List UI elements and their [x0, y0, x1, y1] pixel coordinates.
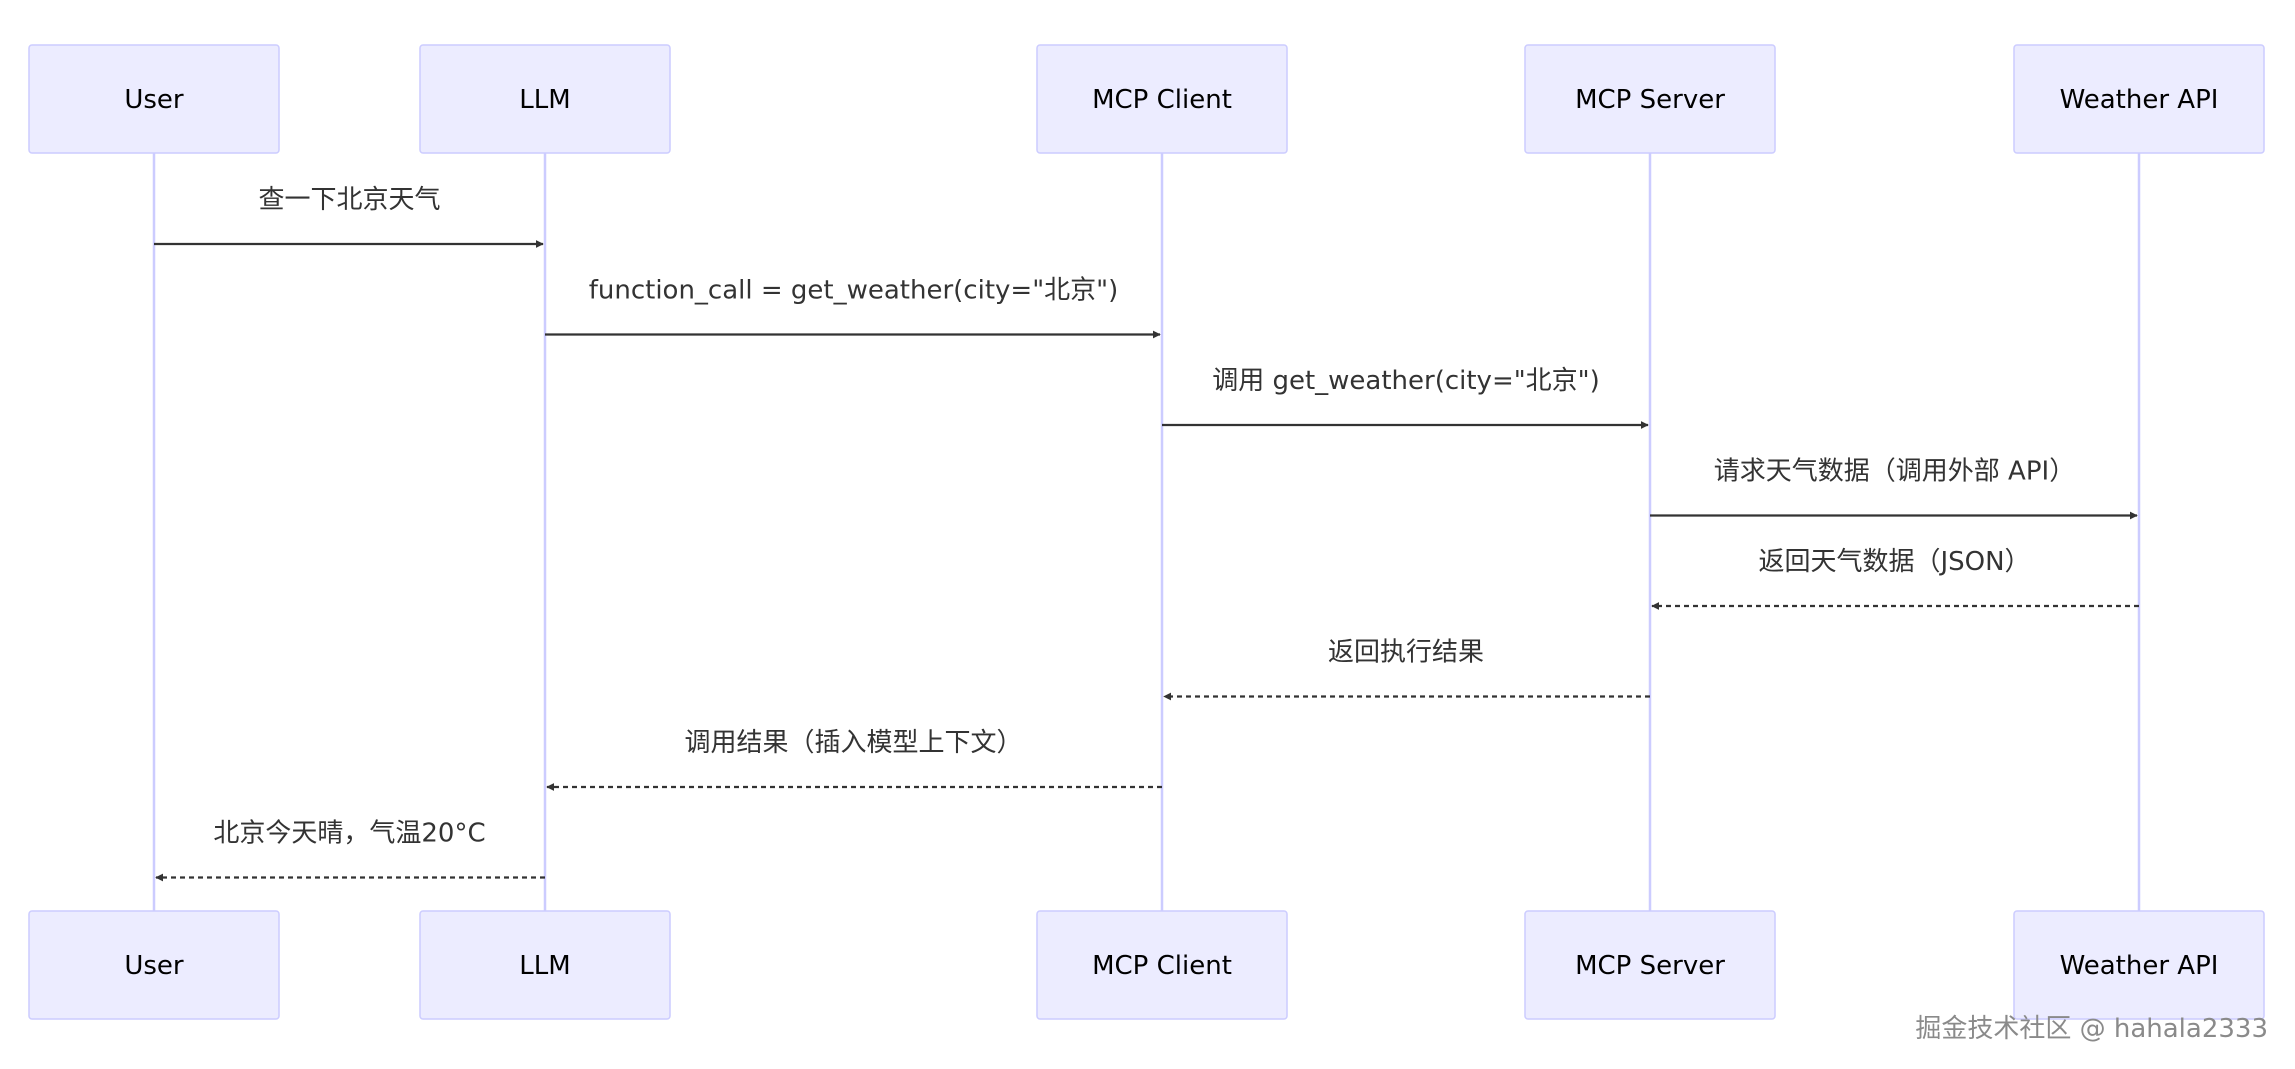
actor-label: MCP Server — [1575, 951, 1725, 981]
actor-box — [1524, 910, 1776, 1020]
actor-box — [1524, 44, 1776, 154]
actor-box — [2013, 910, 2265, 1020]
actors-top: User LLM MCP Client MCP Server Weather API — [28, 44, 2265, 154]
actors-bottom: User LLM MCP Client MCP Server Weather API — [28, 910, 2265, 1020]
message-label: 请求天气数据（调用外部 API） — [1714, 457, 2075, 487]
actor-mcp_client-bottom: MCP Client — [1036, 910, 1288, 1020]
actor-box — [1036, 44, 1288, 154]
message-1: 查一下北京天气 — [154, 185, 544, 248]
message-8: 北京今天晴，气温20°C — [155, 819, 545, 882]
actor-user-top: User — [28, 44, 280, 154]
actor-mcp_server-top: MCP Server — [1524, 44, 1776, 154]
message-4: 请求天气数据（调用外部 API） — [1650, 457, 2138, 520]
actor-label: Weather API — [2060, 951, 2219, 981]
message-label: 查一下北京天气 — [258, 185, 440, 215]
message-2: function_call = get_weather(city="北京") — [545, 276, 1161, 339]
actor-mcp_client-top: MCP Client — [1036, 44, 1288, 154]
message-7: 调用结果（插入模型上下文） — [546, 728, 1162, 791]
watermark-text: 掘金技术社区 @ hahala2333 — [1915, 1014, 2268, 1044]
message-label: 调用 get_weather(city="北京") — [1212, 366, 1600, 396]
actor-llm-bottom: LLM — [419, 910, 671, 1020]
actor-user-bottom: User — [28, 910, 280, 1020]
message-5: 返回天气数据（JSON） — [1651, 547, 2139, 610]
message-label: 返回天气数据（JSON） — [1758, 547, 2030, 577]
actor-box — [419, 910, 671, 1020]
actor-label: MCP Server — [1575, 85, 1725, 115]
actor-label: LLM — [519, 951, 570, 981]
actor-weather_api-bottom: Weather API — [2013, 910, 2265, 1020]
message-label: 北京今天晴，气温20°C — [213, 819, 485, 849]
messages: 查一下北京天气 function_call = get_weather(city=… — [154, 185, 2139, 882]
actor-label: User — [124, 85, 184, 115]
message-label: 返回执行结果 — [1328, 638, 1484, 668]
actor-label: Weather API — [2060, 85, 2219, 115]
actor-label: MCP Client — [1092, 951, 1232, 981]
message-6: 返回执行结果 — [1163, 638, 1650, 701]
actor-box — [28, 44, 280, 154]
message-label: 调用结果（插入模型上下文） — [684, 728, 1022, 758]
actor-weather_api-top: Weather API — [2013, 44, 2265, 154]
actor-label: LLM — [519, 85, 570, 115]
actor-label: User — [124, 951, 184, 981]
actor-label: MCP Client — [1092, 85, 1232, 115]
actor-box — [1036, 910, 1288, 1020]
actor-llm-top: LLM — [419, 44, 671, 154]
message-3: 调用 get_weather(city="北京") — [1162, 366, 1649, 429]
lifelines — [152, 153, 2141, 911]
message-label: function_call = get_weather(city="北京") — [589, 276, 1119, 306]
actor-box — [419, 44, 671, 154]
actor-box — [2013, 44, 2265, 154]
actor-mcp_server-bottom: MCP Server — [1524, 910, 1776, 1020]
actor-box — [28, 910, 280, 1020]
